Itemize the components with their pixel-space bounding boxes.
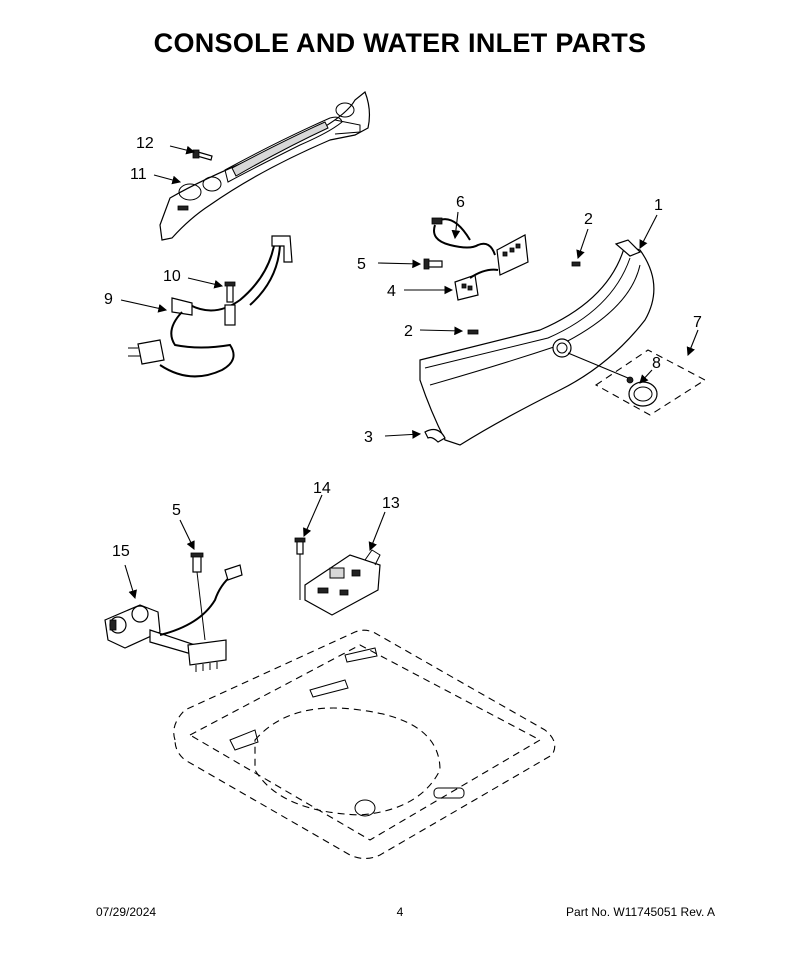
screw-part-10 [224,281,236,303]
clip-part-2-lower [467,329,479,335]
callout-15: 15 [112,543,130,560]
callout-10: 10 [163,268,181,285]
page-title: CONSOLE AND WATER INLET PARTS [153,28,647,58]
footer-date: 07/29/2024 [96,905,157,919]
control-board-part-4 [454,268,499,301]
callout-2-upper: 2 [584,211,593,228]
leader-lines [120,145,699,600]
callout-5-upper: 5 [357,256,366,273]
callout-13: 13 [382,495,400,512]
callout-4: 4 [387,283,396,300]
power-cord-harness-part [128,235,293,378]
screw-part-5-upper [423,258,443,270]
callout-14: 14 [313,480,331,497]
console-back-panel-part [159,91,371,241]
clip-part-3 [424,428,446,443]
screw-part-12 [192,149,213,161]
callout-5-lower: 5 [172,502,181,519]
footer-page-number: 4 [396,905,404,919]
callout-9: 9 [104,291,113,308]
electronic-board-part-13 [304,549,381,616]
callout-6: 6 [456,194,465,211]
knob-assembly-part-7 [594,349,707,416]
screw-part-14 [294,537,306,600]
callout-3: 3 [364,429,373,446]
callout-7: 7 [693,314,702,331]
callout-2-lower: 2 [404,323,413,340]
callout-12: 12 [136,135,154,152]
wire-harness-part-6 [431,217,529,276]
footer-part-number: Part No. W11745051 Rev. A [566,905,715,919]
callout-labels: 1 2 2 3 4 5 6 7 8 9 10 11 12 5 13 14 15 [104,135,702,560]
console-part-1 [419,239,655,446]
callout-8: 8 [652,355,661,372]
water-inlet-valve-part-15 [104,564,243,672]
top-cabinet-frame [173,629,556,860]
clip-part-2-upper [571,261,581,267]
screw-part-5-lower [190,552,206,641]
callout-1: 1 [654,197,663,214]
callout-11: 11 [130,166,147,183]
